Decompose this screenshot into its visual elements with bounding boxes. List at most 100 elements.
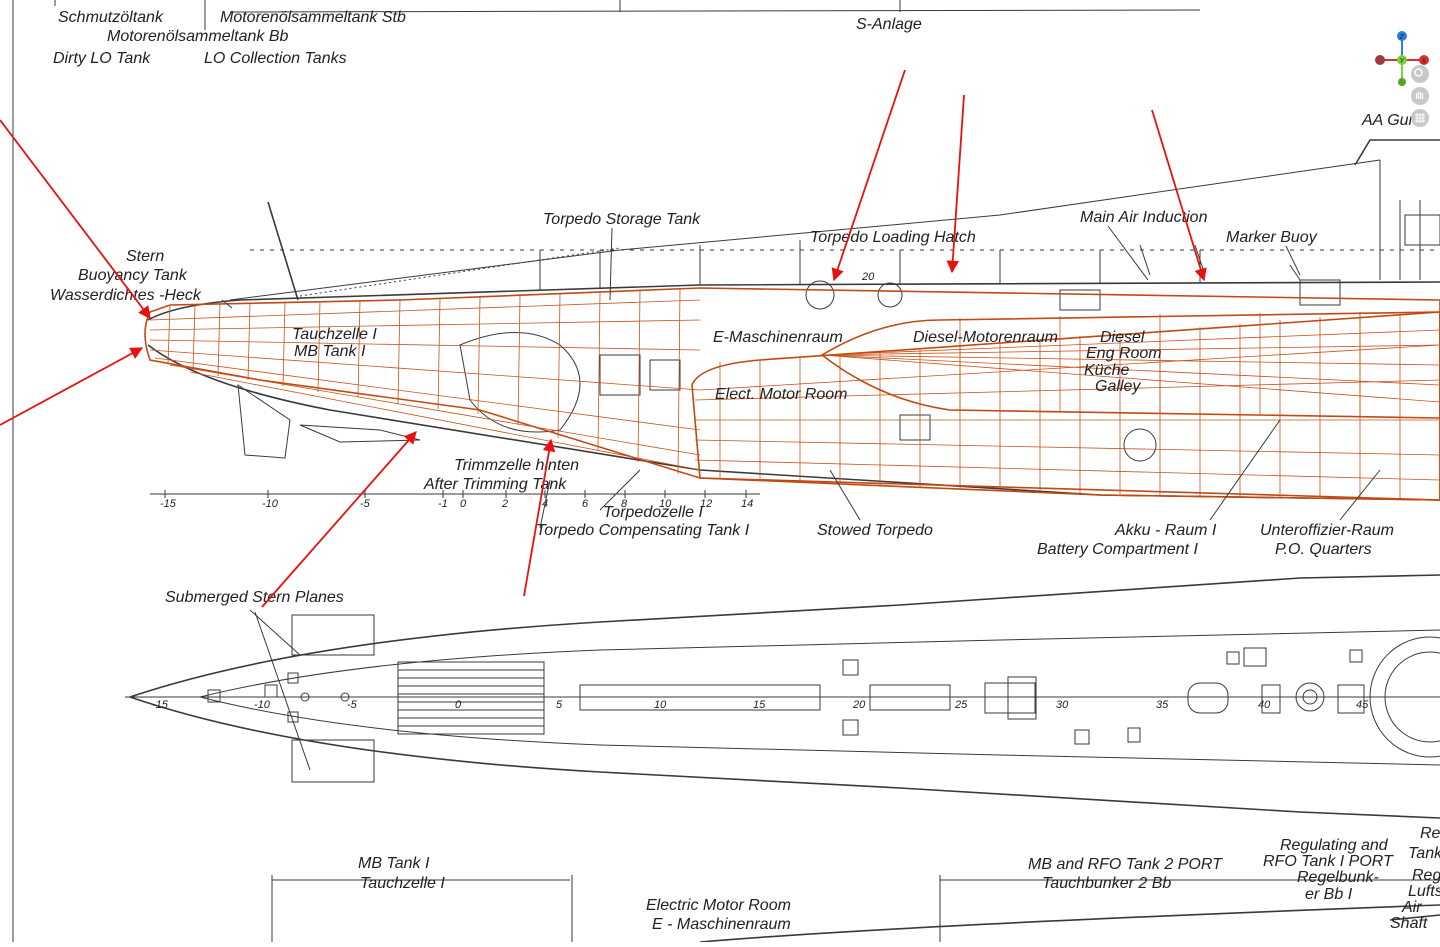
label-dirty-lo: Dirty LO Tank: [53, 50, 151, 67]
label-motorenol-bb: Motorenölsammeltank Bb: [107, 28, 289, 45]
label-after-trimming: After Trimming Tank: [423, 476, 567, 493]
label-re: Re: [1420, 825, 1440, 842]
label-electric-motor-room: Electric Motor Room: [646, 897, 791, 914]
label-air: Air: [1401, 899, 1422, 916]
grid-icon-lines: [1415, 113, 1425, 123]
label-torpedo-comp: Torpedo Compensating Tank I: [536, 522, 750, 539]
plan-view-drawing: -15 -10 -5 0 5 10 15 20 25 30 35 40 45 S…: [125, 574, 1440, 819]
axis-x-handle[interactable]: [1419, 55, 1429, 65]
label-tauchbunker: Tauchbunker 2 Bb: [1042, 875, 1171, 892]
label-mb-tank: MB Tank I: [294, 343, 366, 360]
label-lo-collection: LO Collection Tanks: [204, 50, 347, 67]
plan-tick: 25: [954, 699, 968, 711]
label-buoyancy-tank: Buoyancy Tank: [78, 267, 188, 284]
label-akku-raum: Akku - Raum I: [1114, 522, 1217, 539]
label-aa-gun: AA Gun: [1361, 112, 1418, 129]
hand-icon-fingers: [1415, 92, 1424, 99]
label-torpedozelle: Torpedozelle I: [603, 504, 703, 521]
side-elevation-labels: Stern Buoyancy Tank Wasserdichtes -Heck …: [50, 209, 1394, 558]
scale-tick: 14: [741, 498, 753, 510]
label-tauchzelle: Tauchzelle I: [292, 326, 377, 343]
label-trimmzelle: Trimmzelle hinten: [454, 457, 579, 474]
axis-neg-y-handle[interactable]: [1398, 78, 1406, 86]
plan-tick: 5: [556, 699, 563, 711]
label-motorenol-stb: Motorenölsammeltank Stb: [220, 9, 406, 26]
label-wasserdichtes-heck: Wasserdichtes -Heck: [50, 287, 202, 304]
plan-tick: 0: [455, 699, 462, 711]
arrow-annotation: [261, 431, 417, 608]
scale-tick: -1: [438, 498, 448, 510]
plan-tick: 15: [753, 699, 766, 711]
scale-tick: -15: [160, 498, 177, 510]
label-po-quarters: P.O. Quarters: [1275, 541, 1372, 558]
plan-tick: 40: [1258, 699, 1271, 711]
arrow-annotation: [946, 94, 965, 274]
label-kuche: Küche: [1084, 362, 1129, 379]
side-elevation-drawing: -15 -10 -5 -1 0 2 4 6 8 10 12 14 20: [147, 139, 1440, 510]
label-mb-rfo-port: MB and RFO Tank 2 PORT: [1028, 856, 1223, 873]
top-drawing: Schmutzöltank Motorenölsammeltank Stb Mo…: [53, 0, 1418, 129]
arrow-annotation: [0, 347, 144, 426]
plan-tick: -5: [347, 699, 358, 711]
label-stowed-torpedo: Stowed Torpedo: [817, 522, 933, 539]
label-diesel-motorenraum: Diesel-Motorenraum: [913, 329, 1058, 346]
label-regulating: Regulating and: [1280, 837, 1389, 854]
label-shaft: Shaft: [1390, 915, 1428, 932]
annotation-arrows: [0, 69, 1207, 608]
scale-tick: -5: [360, 498, 371, 510]
label-diesel: Diesel: [1100, 329, 1145, 346]
label-elect-motor-room: Elect. Motor Room: [715, 386, 847, 403]
zoom-icon[interactable]: [1411, 65, 1429, 83]
hull-mesh-overlay[interactable]: [144, 287, 1440, 501]
axis-z-label: Z: [1399, 34, 1405, 41]
axis-z-handle[interactable]: [1397, 31, 1407, 41]
axis-y-label: Y: [1400, 58, 1406, 65]
label-eng-room: Eng Room: [1086, 345, 1162, 362]
plan-tick: 35: [1156, 699, 1169, 711]
label-rfo-tank-port: RFO Tank I PORT: [1263, 853, 1394, 870]
plan-tick: -15: [152, 699, 169, 711]
label-e-maschinenraum: E-Maschinenraum: [713, 329, 843, 346]
plan-tick: 30: [1056, 699, 1069, 711]
scale-tick: 12: [700, 498, 712, 510]
label-battery-compartment: Battery Compartment I: [1037, 541, 1199, 558]
label-rege: Rege: [1412, 867, 1440, 884]
plan-tick: 45: [1356, 699, 1369, 711]
bottom-drawing: MB Tank I Tauchzelle I Electric Motor Ro…: [271, 825, 1440, 943]
plan-tick: -10: [254, 699, 271, 711]
label-marker-buoy: Marker Buoy: [1226, 229, 1318, 246]
scale-tick: 0: [460, 498, 467, 510]
label-main-air-induction: Main Air Induction: [1080, 209, 1208, 226]
label-stern: Stern: [126, 248, 164, 265]
scale-tick: 6: [582, 498, 589, 510]
label-galley: Galley: [1095, 378, 1141, 395]
scale-tick: 10: [659, 498, 672, 510]
arrow-annotation: [523, 438, 556, 597]
scale-tick: 8: [621, 498, 628, 510]
arrow-annotation: [831, 69, 906, 282]
zoom-icon-glass: [1414, 68, 1423, 77]
plan-tick: 10: [654, 699, 667, 711]
label-e-maschinenraum-bottom: E - Maschinenraum: [652, 916, 791, 933]
label-schmutzoltank: Schmutzöltank: [58, 9, 164, 26]
label-torpedo-loading-hatch: Torpedo Loading Hatch: [810, 229, 976, 246]
scale-tick: -10: [262, 498, 279, 510]
label-submerged-stern-planes: Submerged Stern Planes: [165, 589, 344, 606]
label-luftsc: Luftsc: [1408, 883, 1440, 900]
plan-tick: 20: [852, 699, 866, 711]
label-er-bb: er Bb I: [1305, 886, 1353, 903]
label-s-anlage: S-Anlage: [856, 16, 922, 33]
arrow-annotation: [0, 119, 151, 320]
label-mb-tank-i: MB Tank I: [358, 855, 430, 872]
axis-x-label: X: [1421, 58, 1427, 65]
frame-number: 20: [861, 271, 875, 283]
axis-neg-x-handle[interactable]: [1375, 55, 1385, 65]
label-tauchzelle-i: Tauchzelle I: [360, 875, 445, 892]
view-gizmo[interactable]: Z Y X: [1372, 30, 1432, 150]
arrow-annotation: [1151, 109, 1207, 282]
label-torpedo-storage: Torpedo Storage Tank: [543, 211, 701, 228]
label-regelbunker: Regelbunk-: [1297, 869, 1379, 886]
axis-y-handle[interactable]: [1397, 55, 1407, 65]
